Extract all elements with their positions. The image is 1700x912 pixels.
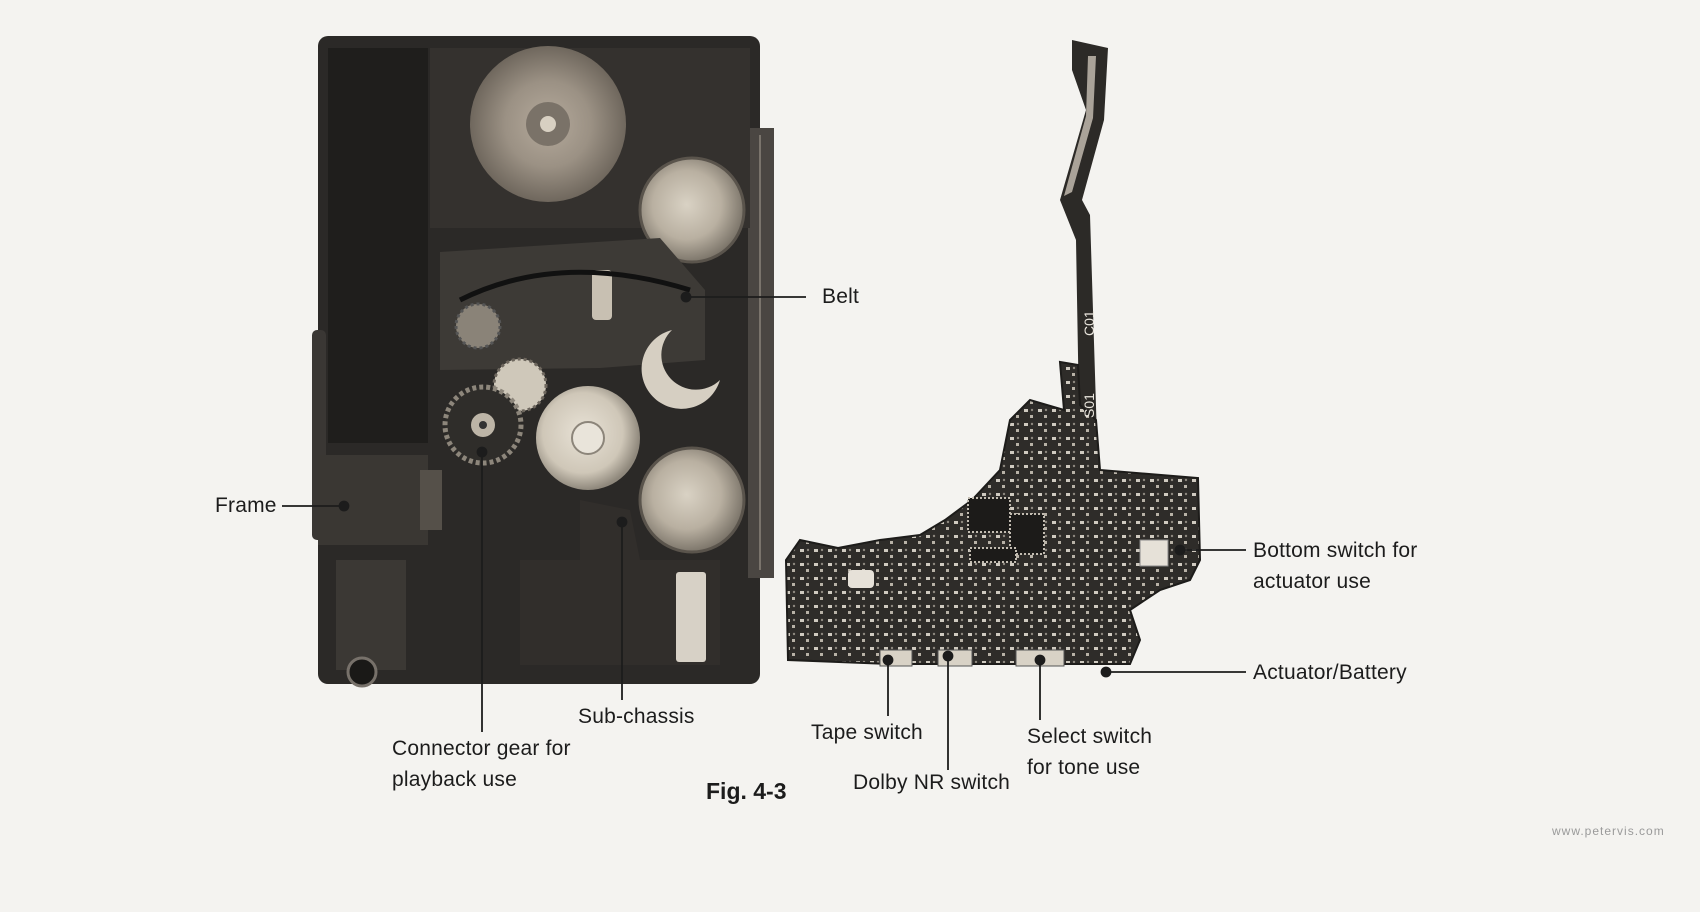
label-frame: Frame (215, 494, 277, 517)
label-select-switch-line2: for tone use (1027, 756, 1141, 779)
pcb-board: C01 S01 (784, 40, 1202, 667)
label-dolby-nr-switch: Dolby NR switch (853, 771, 1011, 794)
label-sub-chassis: Sub-chassis (578, 705, 695, 728)
label-bottom-switch: Bottom switch for actuator use (1253, 534, 1417, 599)
figure-caption: Fig. 4-3 (706, 778, 787, 804)
sub-chassis-plate (520, 500, 720, 665)
label-select-switch-line1: Select switch (1027, 725, 1153, 748)
label-connector-gear-line1: Connector gear for (392, 737, 571, 760)
pcb-marking-s01: S01 (1081, 393, 1097, 418)
label-belt: Belt (822, 285, 859, 308)
label-connector-gear: Connector gear for playback use (392, 732, 571, 797)
label-bottom-switch-line2: actuator use (1253, 570, 1371, 593)
pcb-marking-c01: C01 (1081, 310, 1097, 336)
label-bottom-switch-line1: Bottom switch for (1253, 539, 1418, 562)
label-actuator-battery: Actuator/Battery (1253, 661, 1407, 684)
cassette-mechanism (312, 36, 774, 688)
leader-lines (282, 291, 1246, 770)
watermark: www.petervis.com (1552, 824, 1665, 838)
label-select-switch: Select switch for tone use (1027, 720, 1152, 785)
label-connector-gear-line2: playback use (392, 768, 517, 791)
label-tape-switch: Tape switch (811, 721, 923, 744)
